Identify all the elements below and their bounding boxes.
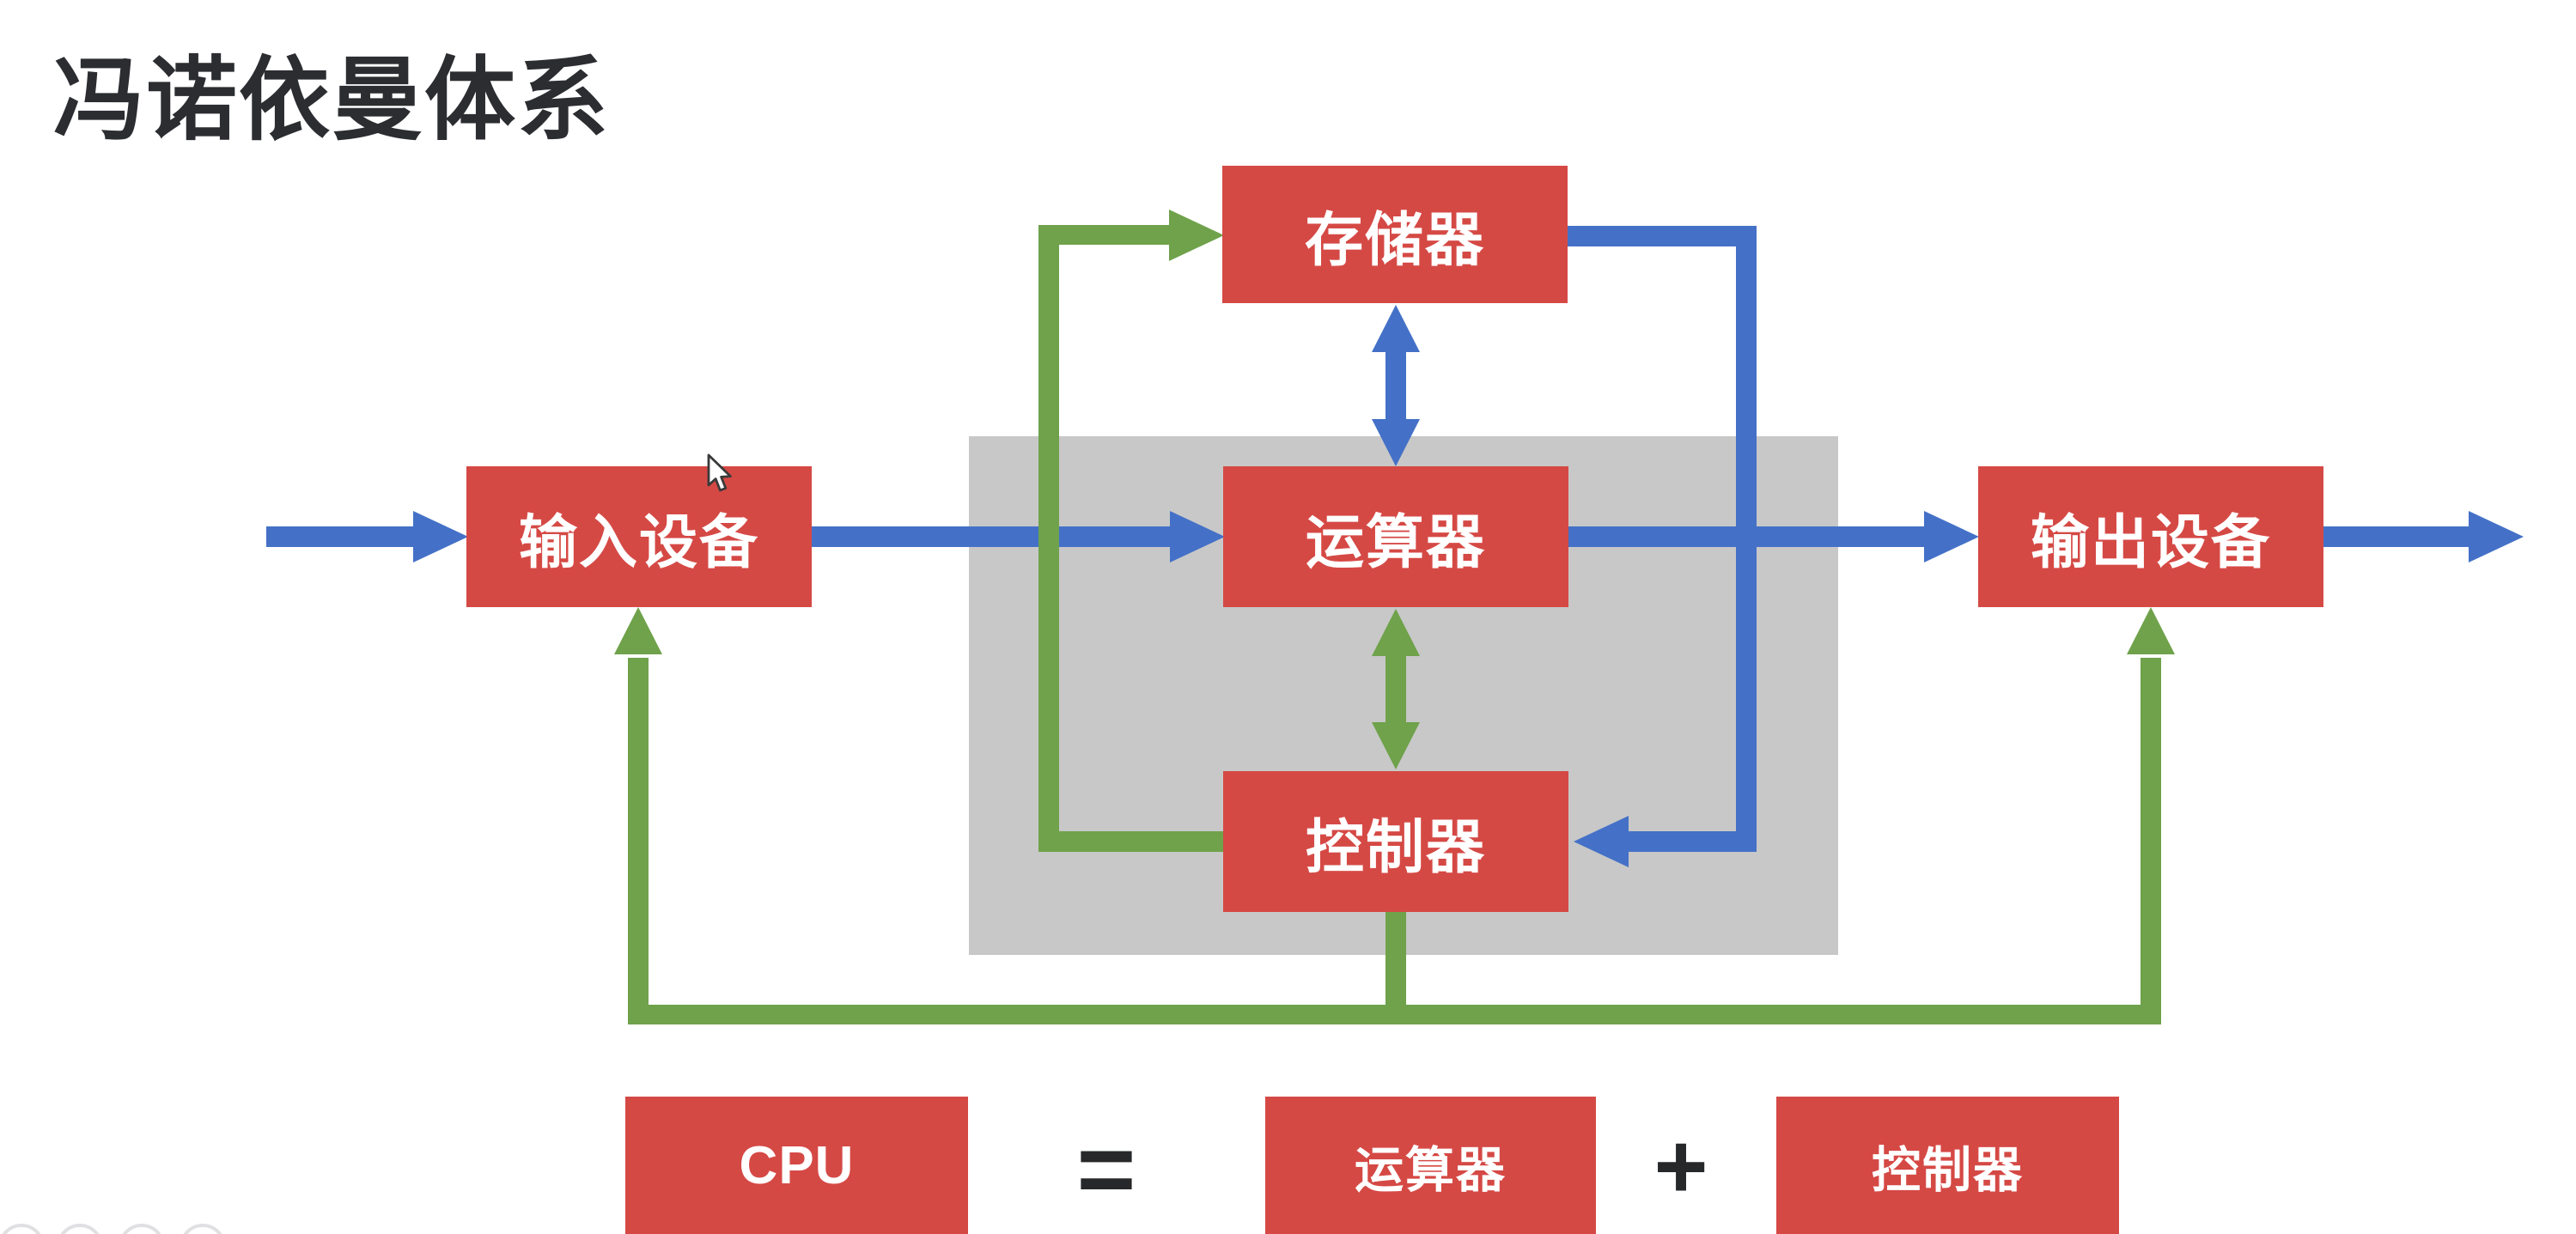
equation-controller-node: 控制器 (1776, 1097, 2119, 1234)
equals-sign: = (1076, 1113, 1136, 1226)
blue-arrow-into-input-head (413, 511, 468, 562)
green-arrow-into-input-head (614, 607, 662, 654)
equation-cpu-label: CPU (739, 1136, 855, 1195)
output-device-node: 输出设备 (1978, 466, 2323, 607)
equation-alu-node: 运算器 (1265, 1097, 1596, 1234)
mouse-cursor-icon (707, 453, 732, 492)
page-title: 冯诺依曼体系 (53, 50, 610, 151)
green-path-to-output-vertical (2141, 658, 2161, 1024)
blue-double-arrow-memory-alu-shaft (1385, 347, 1406, 424)
memory-label: 存储器 (1304, 207, 1485, 273)
green-path-bottom-horizontal (628, 1005, 2161, 1024)
equation-alu-label: 运算器 (1355, 1142, 1507, 1198)
blue-arrow-input-to-alu-shaft (812, 526, 1170, 547)
blue-path-memory-to-controller-vertical (1736, 226, 1757, 852)
green-path-controller-to-memory-top (1038, 225, 1173, 245)
blue-double-arrow-up-head (1372, 305, 1420, 352)
bottom-circle-1 (0, 1224, 45, 1234)
blue-arrow-input-to-alu-head (1170, 511, 1225, 562)
controller-node: 控制器 (1223, 771, 1568, 912)
memory-node: 存储器 (1222, 166, 1568, 303)
blue-arrow-into-input-shaft (266, 526, 415, 547)
green-double-arrow-up-head (1372, 609, 1420, 656)
blue-double-arrow-down-head (1372, 419, 1420, 466)
alu-node: 运算器 (1223, 466, 1568, 607)
input-device-label: 输入设备 (518, 509, 759, 575)
output-device-label: 输出设备 (2030, 509, 2271, 575)
blue-arrow-alu-to-output-head (1924, 511, 1979, 562)
equation-cpu-node: CPU (625, 1097, 968, 1234)
blue-arrow-out-of-output-shaft (2323, 526, 2469, 547)
input-device-node: 输入设备 (466, 466, 812, 607)
plus-sign: + (1653, 1113, 1708, 1218)
blue-arrow-out-of-output-head (2469, 511, 2524, 562)
blue-arrow-into-controller-head (1574, 816, 1629, 867)
bottom-circle-2 (57, 1224, 103, 1234)
controller-label: 控制器 (1305, 814, 1486, 880)
green-path-to-input-vertical (628, 658, 649, 1024)
bottom-circle-4 (180, 1224, 226, 1234)
equation-controller-label: 控制器 (1872, 1142, 2024, 1198)
green-double-arrow-alu-controller-shaft (1385, 651, 1406, 726)
green-arrow-into-output-head (2127, 607, 2175, 654)
green-arrow-into-memory-head (1169, 210, 1224, 261)
bottom-circle-3 (119, 1224, 165, 1234)
green-path-controller-to-memory-vertical (1038, 225, 1059, 852)
alu-label: 运算器 (1305, 509, 1486, 575)
blue-path-memory-to-controller-top (1568, 226, 1757, 246)
blue-path-memory-to-controller-bottom (1629, 831, 1757, 852)
green-double-arrow-down-head (1372, 722, 1420, 769)
green-path-controller-to-memory-bottom (1038, 831, 1223, 852)
